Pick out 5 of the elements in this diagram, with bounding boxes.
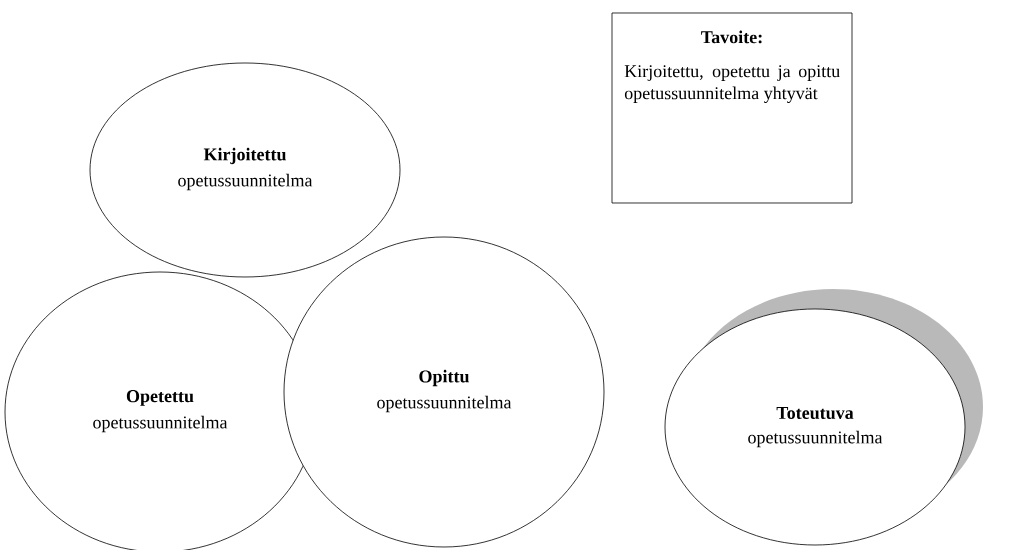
node-label: Opittu xyxy=(419,369,470,387)
node-label: opetussuunnitelma xyxy=(377,395,512,413)
goal-box: Tavoite: Kirjoitettu, opetettu ja opittu opetussuunnitelma yhtyvät xyxy=(611,12,853,204)
node-label: opetussuunnitelma xyxy=(748,430,883,448)
node-label: Toteutuva xyxy=(776,406,854,419)
